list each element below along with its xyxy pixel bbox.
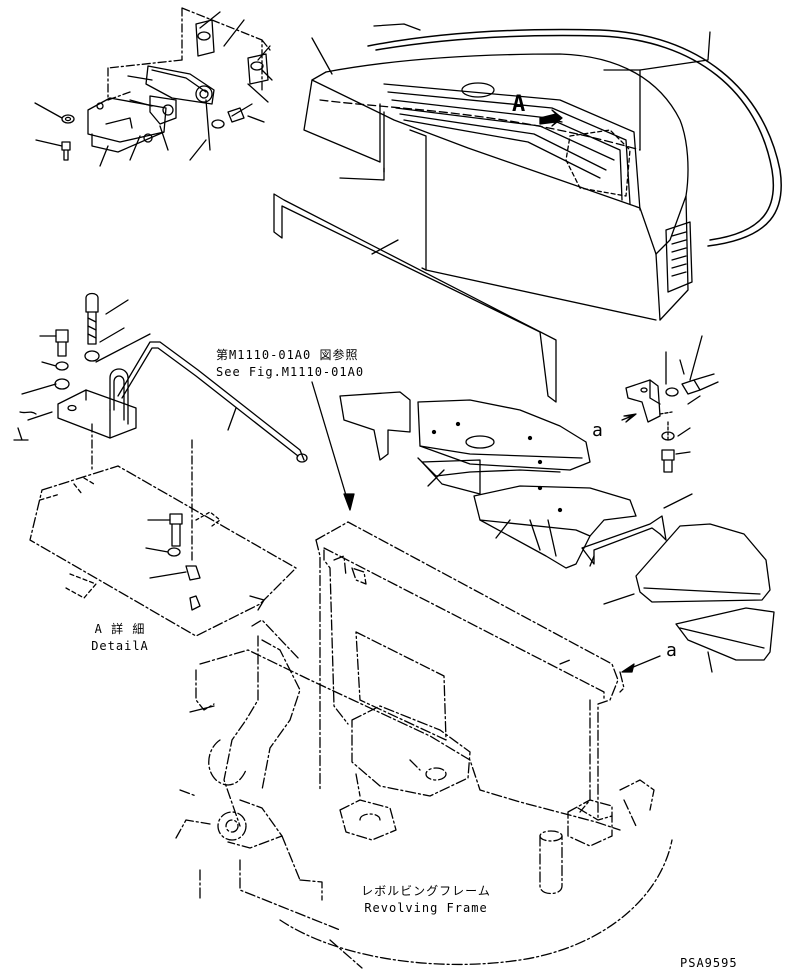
frame-caption: レボルビングフレーム Revolving Frame xyxy=(356,882,496,915)
reference-note-en: See Fig.M1110-01A0 xyxy=(216,365,365,379)
arrow-label-a-lower: a xyxy=(666,640,677,661)
hood-seal-strips xyxy=(274,24,781,402)
reference-leader xyxy=(312,382,348,502)
view-label-a: A xyxy=(512,92,526,117)
hinge-latch-assembly xyxy=(35,8,272,166)
reference-note: 第M1110-01A0 図参照 See Fig.M1110-01A0 xyxy=(216,346,364,379)
detail-caption: A 詳 細 DetailA xyxy=(80,620,160,653)
frame-caption-jp: レボルビングフレーム xyxy=(361,884,491,898)
frame-leader xyxy=(190,706,214,712)
reference-note-jp: 第M1110-01A0 図参照 xyxy=(216,348,359,362)
engine-hood xyxy=(304,32,710,320)
radiator-guard-frame xyxy=(316,522,624,820)
detail-caption-en: DetailA xyxy=(91,639,149,653)
detail-a-assembly xyxy=(14,294,307,637)
figure-code: PSA9595 xyxy=(680,956,738,970)
right-bracket xyxy=(622,336,718,472)
arrow-label-a-upper: a xyxy=(592,420,603,441)
cover-panels xyxy=(340,392,774,672)
detail-caption-jp: A 詳 細 xyxy=(94,622,146,636)
frame-caption-en: Revolving Frame xyxy=(364,901,488,915)
